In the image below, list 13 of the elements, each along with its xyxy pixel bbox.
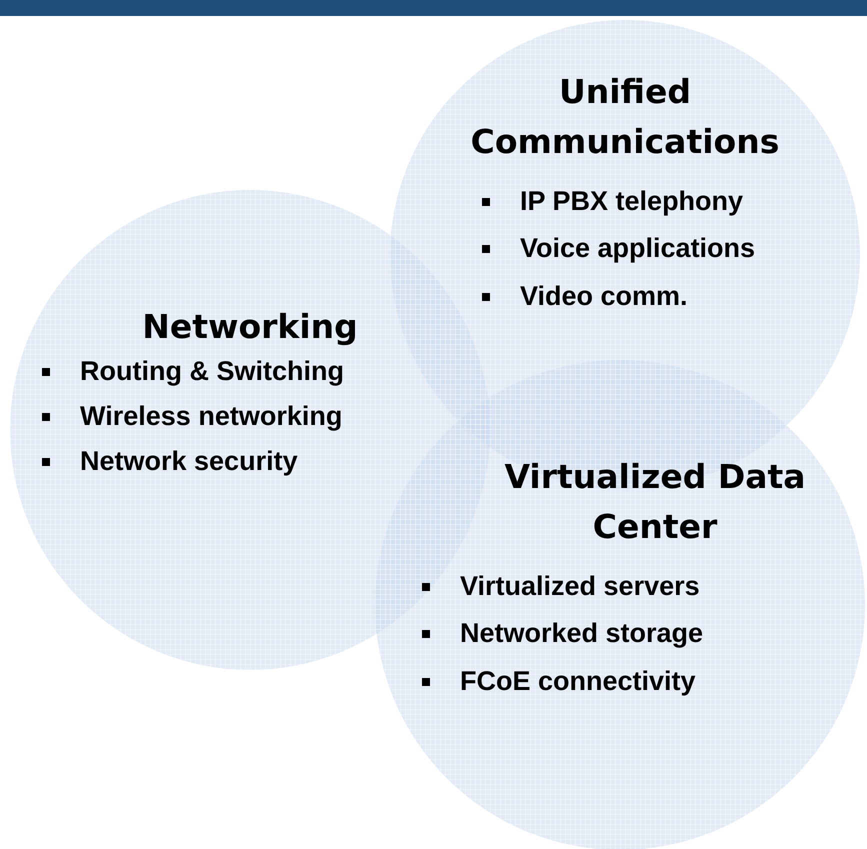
circle-heading: Virtualized Data Center [503, 456, 807, 548]
bullet-item: Virtualized servers [460, 570, 700, 602]
circle-heading: Unified Communications [470, 71, 780, 163]
bullet-item: Video comm. [520, 280, 688, 312]
bullet-item: Voice applications [520, 232, 756, 264]
bullet-item: Routing & Switching [80, 355, 344, 387]
bullet-item: FCoE connectivity [460, 665, 696, 697]
bullet-item: IP PBX telephony [520, 185, 744, 217]
topic-circle [375, 360, 865, 849]
circle-heading: Networking [141, 306, 359, 348]
bullet-item: Networked storage [460, 617, 704, 649]
bullet-item: Network security [80, 445, 298, 477]
bullet-item: Wireless networking [80, 400, 342, 432]
